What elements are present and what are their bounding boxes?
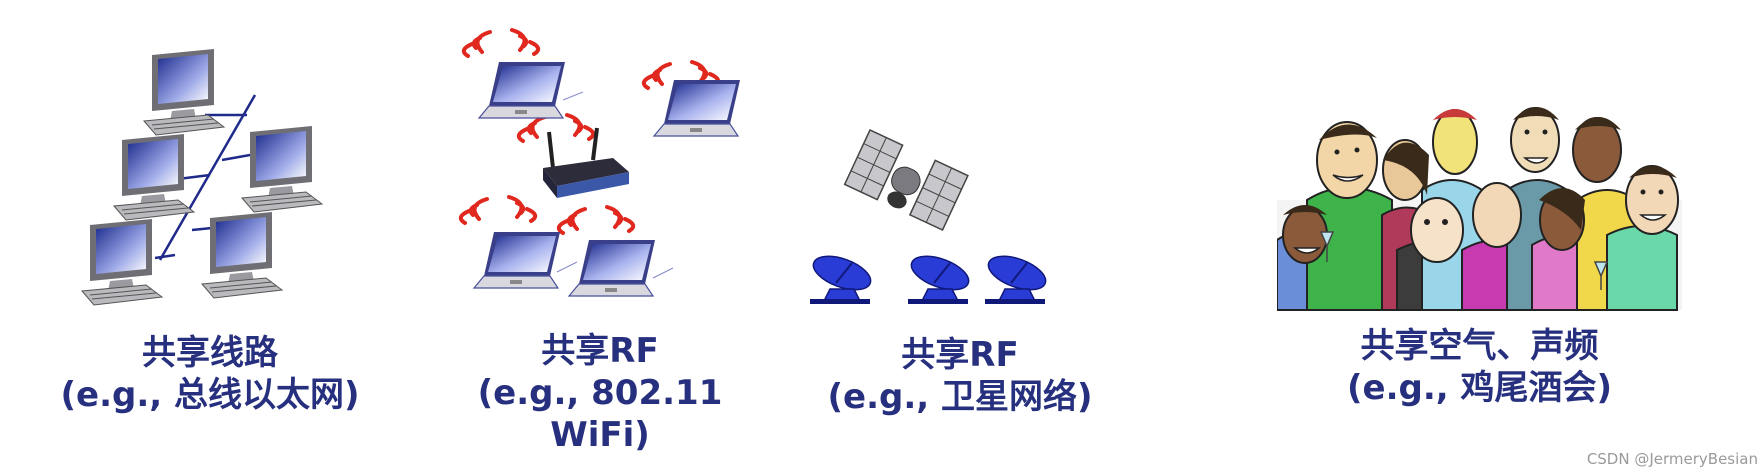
bus-ethernet-illustration: [81, 48, 323, 306]
computer-icon: [143, 48, 225, 136]
cocktail-party-illustration: [1277, 107, 1682, 311]
laptop-icon: [478, 61, 566, 119]
laptop-icon: [473, 231, 561, 289]
wifi-waves-icon: [461, 28, 541, 58]
computer-icon: [201, 211, 283, 299]
satellite-dish-icon: [810, 248, 876, 305]
caption-example: (e.g., 鸡尾酒会): [1346, 368, 1613, 408]
watermark: CSDN @JermeryBesian: [1586, 450, 1758, 468]
satellite-dish-icon: [983, 248, 1051, 305]
caption-example: (e.g., 总线以太网): [60, 375, 360, 415]
satellite-illustration: [810, 129, 1051, 305]
wifi-waves-icon: [458, 195, 538, 225]
wifi-waves-icon: [556, 205, 636, 235]
computer-icon: [81, 218, 163, 306]
panel-shared-rf-wifi: 共享RF (e.g., 802.11 WiFi): [445, 0, 755, 476]
caption-shared-wire: 共享线路 (e.g., 总线以太网): [40, 332, 380, 416]
computer-icon: [241, 125, 323, 213]
panel-shared-rf-satellite: 共享RF (e.g., 卫星网络): [810, 0, 1110, 476]
computer-icon: [113, 133, 195, 221]
caption-title: 共享线路: [142, 333, 278, 373]
caption-shared-rf-wifi: 共享RF (e.g., 802.11 WiFi): [425, 330, 775, 456]
panel-shared-wire: 共享线路 (e.g., 总线以太网): [60, 0, 360, 476]
caption-title: 共享RF: [541, 331, 659, 371]
wifi-waves-icon: [516, 113, 596, 143]
router-icon: [543, 127, 629, 198]
satellite-dish-icon: [906, 248, 974, 305]
caption-shared-air: 共享空气、声频 (e.g., 鸡尾酒会): [1277, 325, 1682, 409]
caption-example: (e.g., 卫星网络): [827, 377, 1093, 417]
laptop-icon: [653, 79, 741, 137]
panel-shared-air: 共享空气、声频 (e.g., 鸡尾酒会): [1277, 0, 1682, 476]
caption-example: (e.g., 802.11 WiFi): [477, 373, 723, 455]
laptop-icon: [568, 239, 656, 297]
wifi-illustration: [458, 28, 741, 297]
satellite-icon: [843, 129, 969, 232]
caption-shared-rf-satellite: 共享RF (e.g., 卫星网络): [810, 334, 1110, 418]
caption-title: 共享空气、声频: [1360, 326, 1599, 366]
caption-title: 共享RF: [901, 335, 1019, 375]
